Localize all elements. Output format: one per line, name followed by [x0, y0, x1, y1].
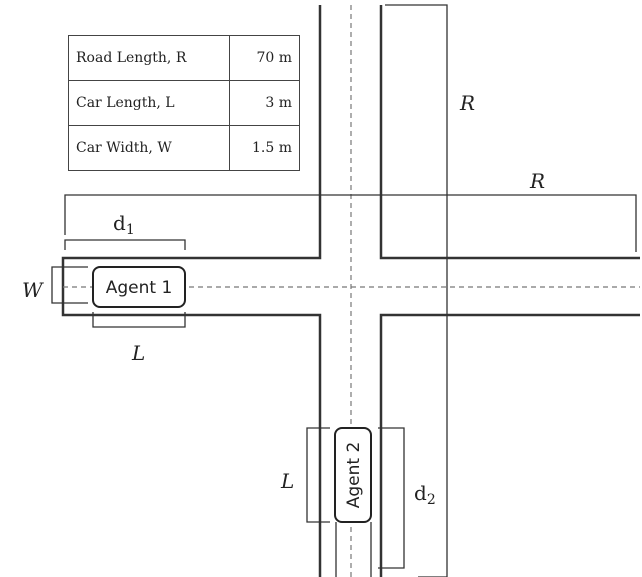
- agent-1-label: Agent 1: [106, 278, 173, 298]
- r-vertical-bracket: [385, 4, 448, 577]
- dimension-lines: [51, 4, 637, 577]
- d1-bracket: [64, 239, 186, 250]
- param-label: Road Length, R: [68, 35, 230, 81]
- param-value: 70 m: [228, 35, 301, 81]
- agent-1-car: [92, 266, 186, 308]
- d2-label: d2: [414, 481, 436, 508]
- l1-label: L: [131, 341, 145, 365]
- param-label: Car Length, L: [68, 80, 230, 126]
- d1-label: d1: [113, 211, 135, 238]
- w-bracket: [51, 266, 88, 304]
- w-label: W: [22, 278, 44, 302]
- param-value: 3 m: [228, 80, 301, 126]
- param-value: 1.5 m: [228, 125, 301, 171]
- l2-bracket: [306, 427, 330, 523]
- agent-2-car: [334, 427, 372, 523]
- param-label: Car Width, W: [68, 125, 230, 171]
- l2-label: L: [280, 469, 294, 493]
- agent-2-label: Agent 2: [344, 442, 364, 509]
- r-horizontal-label: R: [529, 169, 545, 193]
- r-vertical-label: R: [459, 91, 475, 115]
- lane-centerlines: [63, 5, 640, 577]
- l1-bracket: [92, 312, 186, 328]
- r-horizontal-bracket: [64, 194, 637, 252]
- d2-bracket: [378, 427, 405, 569]
